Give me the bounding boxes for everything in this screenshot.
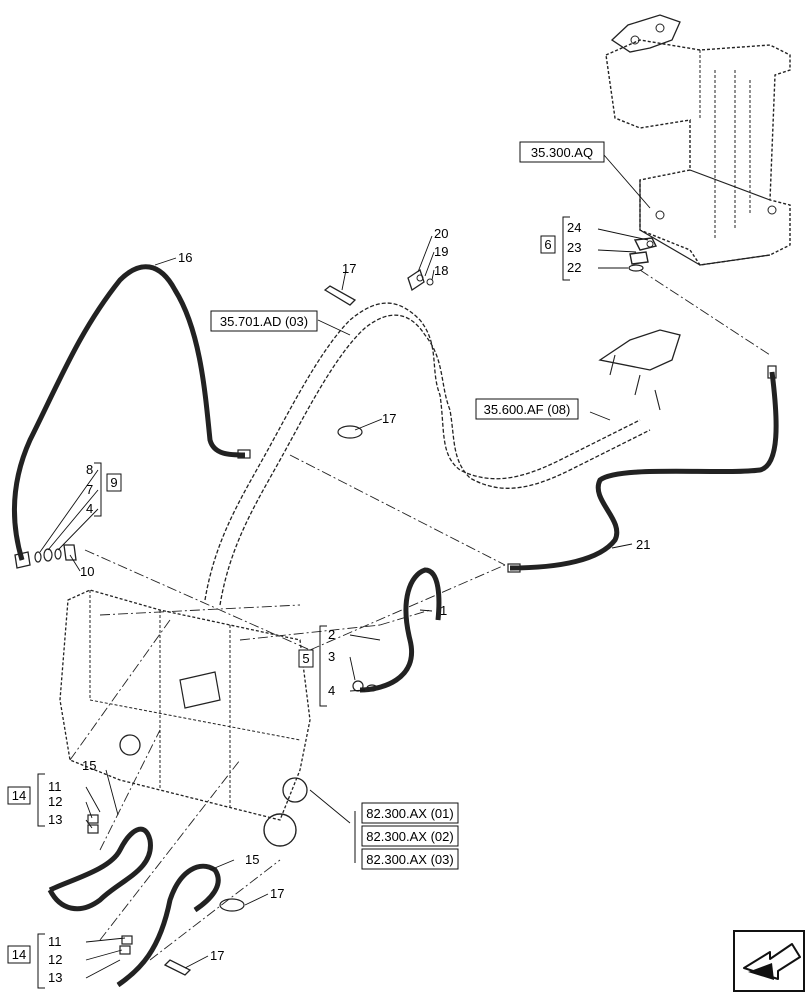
callout-4: 4 [86,501,93,516]
callout-10: 10 [80,564,94,579]
reference-35-300-aq[interactable]: 35.300.AQ [519,141,605,163]
hose-15-lower [116,863,221,988]
callout-17: 17 [210,948,224,963]
next-page-arrow-icon[interactable] [733,930,805,992]
group-14-lower: 14 [7,933,45,989]
hose-15-upper [47,826,153,912]
connection-lines [69,269,771,961]
callout-15: 15 [82,758,96,773]
hose-bundle [204,302,681,606]
reference-35-600-af-08[interactable]: 35.600.AF (08) [475,398,579,420]
group-5: 5 [298,625,327,707]
reference-label: 82.300.AX (02) [366,829,453,844]
callout-22: 22 [567,260,581,275]
reference-82-300-ax-03[interactable]: 82.300.AX (03) [361,848,459,870]
reference-82-300-ax-02[interactable]: 82.300.AX (02) [361,825,459,847]
group-label: 14 [12,788,26,803]
group-label: 5 [302,651,309,666]
callout-11: 11 [48,779,62,794]
seal-group-9 [34,544,77,563]
callout-17: 17 [382,411,396,426]
reference-35-701-ad-03[interactable]: 35.701.AD (03) [210,310,318,332]
group-14-upper: 14 [7,773,45,827]
callout-15: 15 [245,852,259,867]
group-label: 14 [12,947,26,962]
callout-17: 17 [270,886,284,901]
callout-24: 24 [567,220,581,235]
callout-17: 17 [342,261,356,276]
callout-16: 16 [178,250,192,265]
group-label: 6 [544,237,551,252]
hose-21 [507,365,779,573]
reference-82-300-ax-01[interactable]: 82.300.AX (01) [361,802,459,824]
reference-label: 35.701.AD (03) [220,314,308,329]
group-label: 9 [110,475,117,490]
group-6: 6 [540,216,570,281]
callout-23: 23 [567,240,581,255]
callout-2: 2 [328,627,335,642]
callouts: 24 23 22 16 17 20 19 18 17 8 7 4 10 21 1… [48,220,650,985]
hydraulic-tank [605,14,791,266]
callout-7: 7 [86,482,93,497]
callout-13: 13 [48,812,62,827]
fitting-group-14-lower [119,935,133,955]
callout-3: 3 [328,649,335,664]
axle-assembly [59,589,311,847]
callout-20: 20 [434,226,448,241]
reference-label: 35.300.AQ [531,145,593,160]
callout-11: 11 [48,934,62,949]
callout-12: 12 [48,794,62,809]
callout-21: 21 [636,537,650,552]
hose-1 [352,567,442,693]
fitting-group-14-upper [87,814,99,834]
callout-18: 18 [434,263,448,278]
hose-16 [11,264,251,569]
reference-label: 82.300.AX (03) [366,852,453,867]
callout-12: 12 [48,952,62,967]
callout-19: 19 [434,244,448,259]
callout-1: 1 [440,603,447,618]
callout-4: 4 [328,683,335,698]
leader-lines [39,154,651,979]
callout-13: 13 [48,970,62,985]
tank-fittings [628,237,658,272]
clamp-17 [163,285,363,976]
group-9: 9 [94,462,122,517]
bracket-18-20 [407,268,434,292]
reference-label: 35.600.AF (08) [484,402,571,417]
callout-8: 8 [86,462,93,477]
reference-label: 82.300.AX (01) [366,806,453,821]
